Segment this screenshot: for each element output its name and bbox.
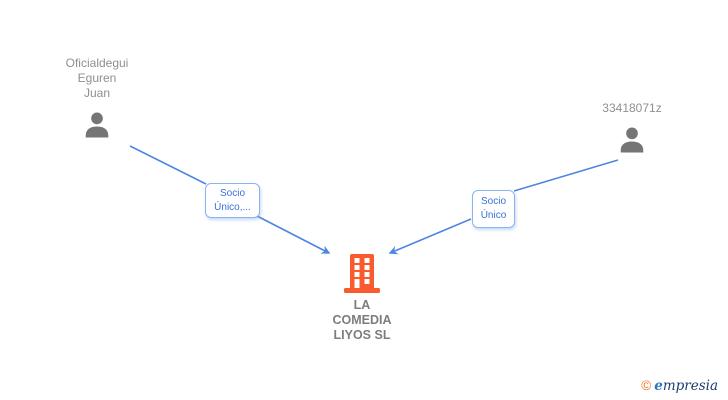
person-node-right[interactable]: 33418071z (570, 101, 694, 154)
edge-left-lower-arrow (256, 215, 331, 254)
edge-label-socio-unico-left[interactable]: Socio Único,... (205, 183, 260, 218)
company-name: LA COMEDIA LIYOS SL (332, 298, 392, 342)
edge-label-text: Socio Único (480, 196, 507, 221)
person-icon (618, 126, 646, 154)
edge-right-upper (513, 159, 619, 192)
person-icon (83, 111, 111, 139)
edge-label-text: Socio Único,... (214, 187, 251, 213)
edge-label-socio-unico-right[interactable]: Socio Único (472, 190, 515, 228)
edge-right-lower-arrow (388, 218, 472, 255)
edge-left-upper (129, 145, 207, 185)
copyright-icon: © (641, 378, 652, 393)
person-name: 33418071z (602, 101, 662, 115)
person-node-left[interactable]: Oficialdegui Eguren Juan (37, 56, 157, 139)
brand-name: mpresia (662, 378, 718, 394)
company-node[interactable]: LA COMEDIA LIYOS SL (302, 254, 422, 343)
person-name: Oficialdegui Eguren Juan (65, 56, 129, 100)
empresia-logo: ©empresia (641, 377, 718, 395)
brand-initial: e (654, 378, 663, 394)
building-icon (344, 254, 380, 294)
